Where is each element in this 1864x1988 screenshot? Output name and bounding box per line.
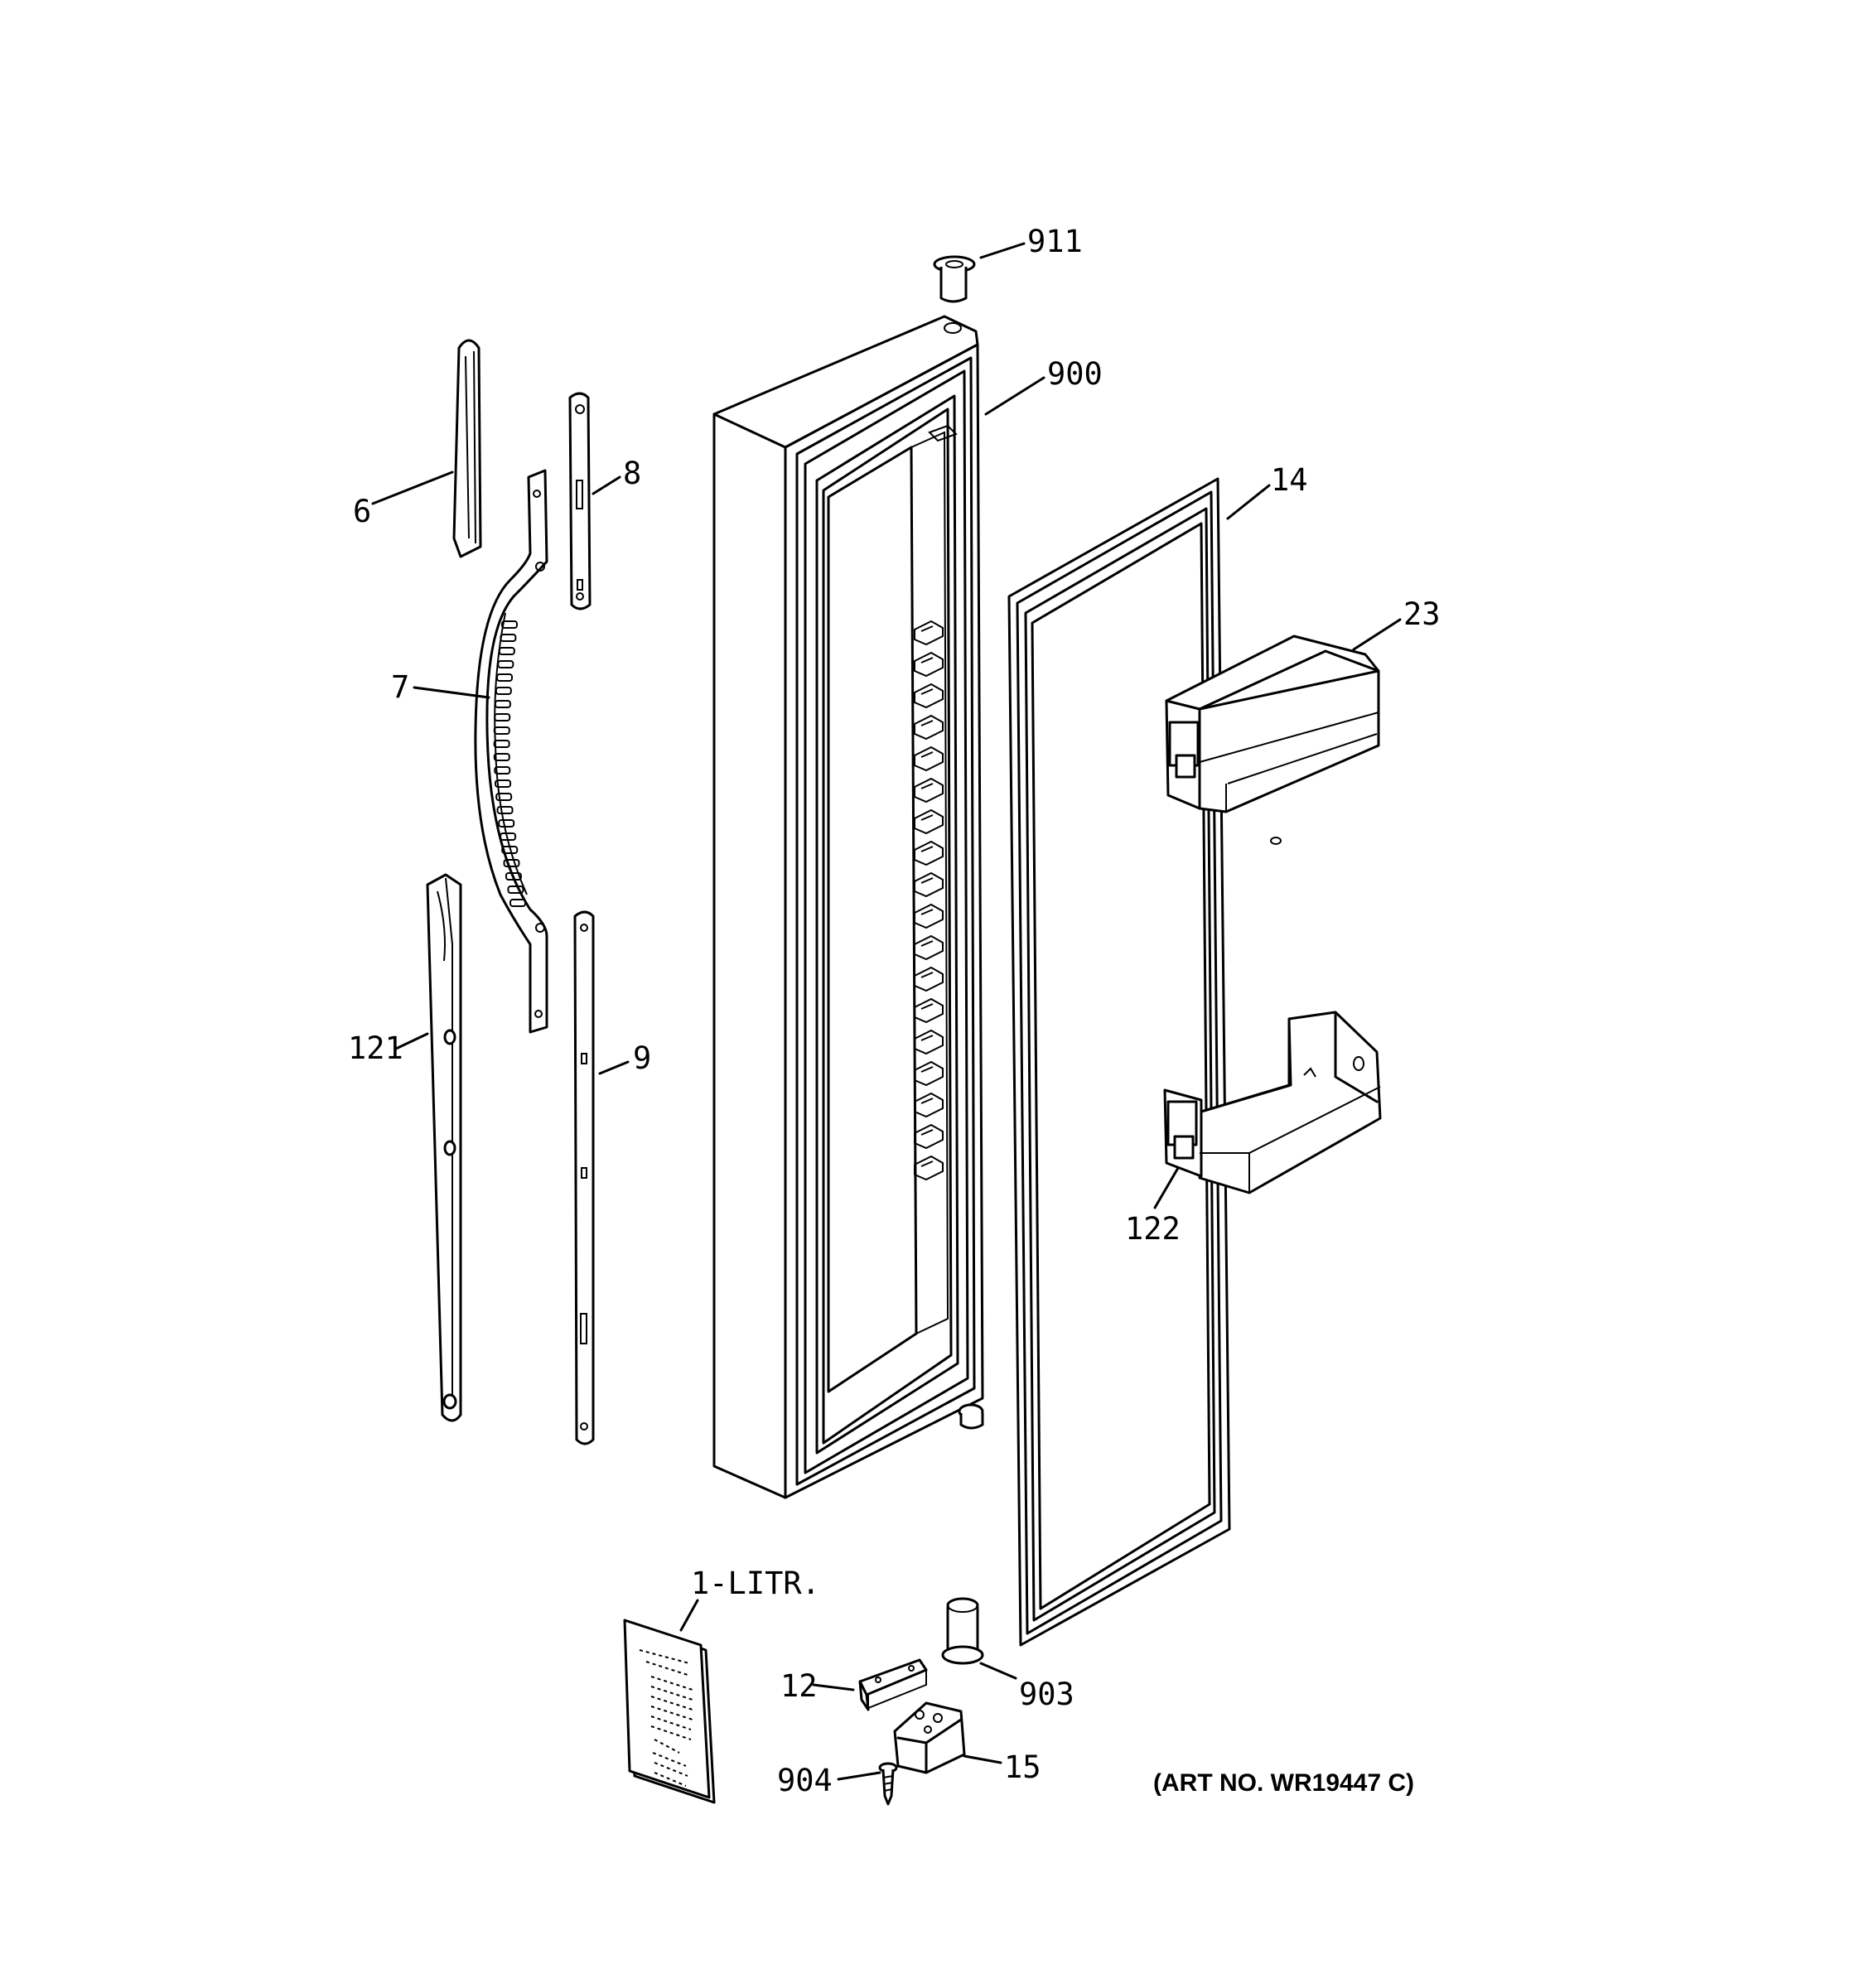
label-121: 121 xyxy=(348,1030,403,1066)
text-line xyxy=(654,1762,688,1777)
grip-slot xyxy=(509,899,526,907)
grip-slot xyxy=(494,766,511,774)
grip-slot xyxy=(495,793,513,801)
grip-slot xyxy=(503,859,520,867)
handle-grip-slots xyxy=(493,620,526,907)
label-6: 6 xyxy=(353,494,371,529)
part-7-handle[interactable] xyxy=(474,469,548,1034)
shelf-clip xyxy=(914,651,944,678)
grip-slot xyxy=(496,806,514,814)
shelf-clip xyxy=(914,997,944,1024)
text-line xyxy=(650,1706,693,1720)
grip-slot xyxy=(493,740,510,748)
grip-slot xyxy=(494,700,511,708)
part-labels: 911 900 14 23 6 8 7 121 9 122 1-LITR. 12… xyxy=(348,224,1441,1798)
shelf-clip xyxy=(914,714,944,741)
text-line xyxy=(650,1676,693,1691)
label-14: 14 xyxy=(1271,462,1308,498)
shelf-clip xyxy=(914,620,944,646)
part-15-bottom-hinge[interactable] xyxy=(893,1701,966,1774)
label-8: 8 xyxy=(623,456,641,491)
shelf-clip xyxy=(914,1092,944,1118)
label-7: 7 xyxy=(391,669,409,705)
shelf-clip xyxy=(914,903,944,929)
grip-slot xyxy=(497,660,514,668)
shelf-clip xyxy=(914,840,944,866)
label-12: 12 xyxy=(780,1668,818,1704)
text-line xyxy=(650,1725,692,1740)
part-6-upper-handle-trim[interactable] xyxy=(452,339,482,558)
part-122-lower-bin[interactable] xyxy=(1163,1011,1382,1194)
part-911-bushing[interactable] xyxy=(933,255,976,303)
door-shelf-clips xyxy=(914,620,944,1181)
shelf-clip xyxy=(914,1029,944,1055)
label-900: 900 xyxy=(1047,356,1103,392)
shelf-clip xyxy=(914,871,944,898)
leader-lines xyxy=(371,242,1402,1781)
shelf-clip xyxy=(914,1060,944,1087)
label-1-litr: 1-LITR. xyxy=(691,1566,820,1601)
grip-slot xyxy=(493,753,510,761)
grip-slot xyxy=(507,885,524,894)
grip-slot xyxy=(500,832,517,841)
shelf-clip xyxy=(914,683,944,709)
part-23-upper-bin[interactable] xyxy=(1165,635,1380,845)
part-900-door-shell[interactable] xyxy=(712,315,984,1499)
text-line xyxy=(654,1739,680,1754)
label-911: 911 xyxy=(1027,224,1083,259)
label-15: 15 xyxy=(1004,1749,1041,1785)
shelf-clip xyxy=(914,934,944,961)
text-line xyxy=(650,1696,693,1711)
grip-slot xyxy=(498,819,515,828)
part-903-hinge-pin[interactable] xyxy=(941,1597,984,1665)
grip-slot xyxy=(494,713,511,721)
label-122: 122 xyxy=(1125,1211,1181,1247)
text-line xyxy=(654,1772,687,1787)
grip-slot xyxy=(501,846,519,854)
label-904: 904 xyxy=(777,1763,833,1798)
grip-slot xyxy=(505,872,522,881)
shelf-clip xyxy=(914,808,944,835)
grip-slot xyxy=(500,634,517,642)
part-12-hinge-shim[interactable] xyxy=(858,1658,928,1711)
grip-slot xyxy=(498,647,515,655)
part-1-litr-literature[interactable] xyxy=(623,1619,716,1804)
grip-slot xyxy=(496,673,514,682)
part-14-door-gasket[interactable] xyxy=(1007,477,1231,1647)
text-line xyxy=(650,1715,692,1730)
part-121-lower-handle-trim[interactable] xyxy=(426,873,462,1422)
part-8-upper-strip[interactable] xyxy=(568,392,592,610)
grip-slot xyxy=(495,687,512,695)
label-903: 903 xyxy=(1019,1677,1074,1712)
grip-slot xyxy=(493,726,510,735)
shelf-clip xyxy=(914,966,944,992)
shelf-clip xyxy=(914,746,944,772)
grip-slot xyxy=(495,779,512,788)
part-9-lower-strip[interactable] xyxy=(573,910,595,1445)
label-9: 9 xyxy=(633,1040,651,1076)
art-number: (ART NO. WR19447 C) xyxy=(1153,1769,1414,1797)
text-line xyxy=(645,1661,688,1676)
literature-text-lines xyxy=(639,1649,693,1787)
grip-slot xyxy=(501,620,518,629)
text-line xyxy=(650,1686,693,1701)
shelf-clip xyxy=(914,777,944,803)
part-904-screw[interactable] xyxy=(878,1762,898,1806)
text-line xyxy=(652,1752,687,1767)
shelf-clip xyxy=(914,1123,944,1150)
shelf-clip xyxy=(914,1155,944,1181)
label-23: 23 xyxy=(1403,596,1441,632)
text-line xyxy=(639,1649,690,1664)
